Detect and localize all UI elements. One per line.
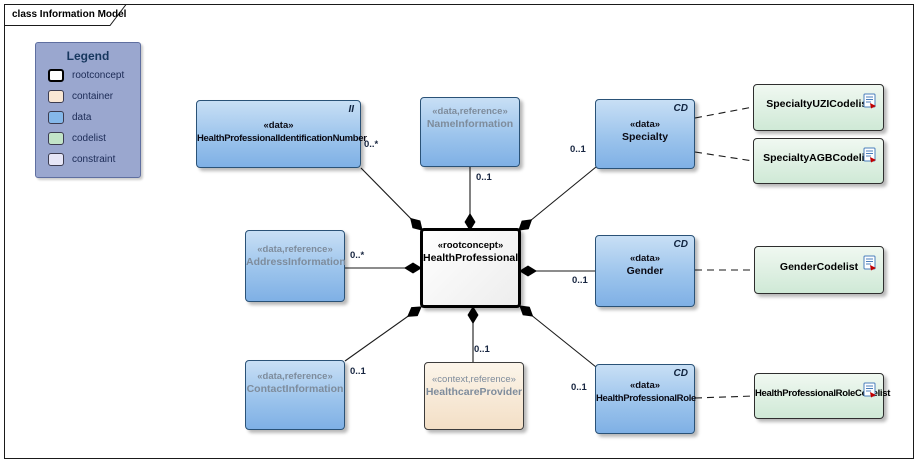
composition-connectors[interactable]: [344, 166, 597, 368]
connector-specialty-uzi[interactable]: [694, 106, 754, 119]
multiplicity-label: 0..*: [350, 250, 365, 261]
document-icon: [863, 255, 876, 271]
connector-contactinformation[interactable]: [344, 306, 422, 362]
legend-item-rootconcept: rootconcept: [48, 67, 140, 84]
data-swatch: [48, 111, 64, 124]
multiplicity-label: 0..*: [364, 139, 379, 150]
connector-specialty[interactable]: [518, 166, 597, 231]
connector-specialty-agb[interactable]: [694, 151, 754, 162]
diagram-frame: [4, 4, 914, 459]
rootconcept-swatch: [48, 69, 64, 82]
document-icon: [863, 382, 876, 398]
dependency-connectors[interactable]: [694, 106, 755, 399]
connector-role-codelist[interactable]: [694, 395, 755, 399]
document-icon: [863, 147, 876, 163]
node-nameinformation[interactable]: «data,reference» NameInformation: [420, 97, 520, 167]
constraint-swatch: [48, 153, 64, 166]
datatype-annotation: CD: [673, 239, 688, 250]
datatype-annotation: CD: [673, 103, 688, 114]
node-healthprofessionalrolecodelist[interactable]: HealthProfessionalRoleCodelist: [754, 373, 890, 419]
connector-healthprofessionalrole[interactable]: [519, 305, 597, 368]
document-icon: [863, 93, 876, 109]
node-healthprofessionalidentificationnumber[interactable]: II «data» HealthProfessionalIdentificati…: [196, 100, 367, 168]
connector-identificationnumber[interactable]: [360, 167, 423, 231]
node-healthcareprovider[interactable]: «context,reference» HealthcareProvider: [424, 362, 524, 430]
node-gendercodelist[interactable]: GenderCodelist: [754, 246, 884, 294]
node-healthprofessional[interactable]: «rootconcept» HealthProfessional: [420, 228, 521, 308]
legend-title: Legend: [66, 49, 110, 63]
multiplicity-label: 0..1: [572, 275, 588, 286]
legend-item-container: container: [48, 88, 140, 105]
diagram-title: class Information Model: [12, 9, 127, 20]
legend-item-codelist: codelist: [48, 130, 140, 147]
legend: Legend rootconcept container data codeli…: [35, 42, 141, 178]
datatype-annotation: CD: [673, 368, 688, 379]
codelist-swatch: [48, 132, 64, 145]
node-addressinformation[interactable]: «data,reference» AddressInformation: [245, 230, 346, 302]
node-contactinformation[interactable]: «data,reference» ContactInformation: [245, 360, 345, 430]
multiplicity-label: 0..1: [350, 366, 366, 377]
multiplicity-label: 0..1: [570, 144, 586, 155]
diagram-tab: [4, 4, 128, 26]
node-specialtyuzicodelist[interactable]: SpecialtyUZICodelist: [753, 84, 884, 131]
node-healthprofessionalrole[interactable]: CD «data» HealthProfessionalRole: [595, 364, 696, 434]
legend-item-constraint: constraint: [48, 151, 140, 168]
node-gender[interactable]: CD «data» Gender: [595, 235, 695, 307]
node-specialty[interactable]: CD «data» Specialty: [595, 99, 695, 169]
container-swatch: [48, 90, 64, 103]
datatype-annotation: II: [348, 104, 354, 115]
multiplicity-label: 0..1: [571, 382, 587, 393]
legend-item-data: data: [48, 109, 140, 126]
node-specialtyagbcodelist[interactable]: SpecialtyAGBCodelist: [753, 138, 884, 184]
multiplicity-label: 0..1: [474, 344, 490, 355]
multiplicity-label: 0..1: [476, 172, 492, 183]
